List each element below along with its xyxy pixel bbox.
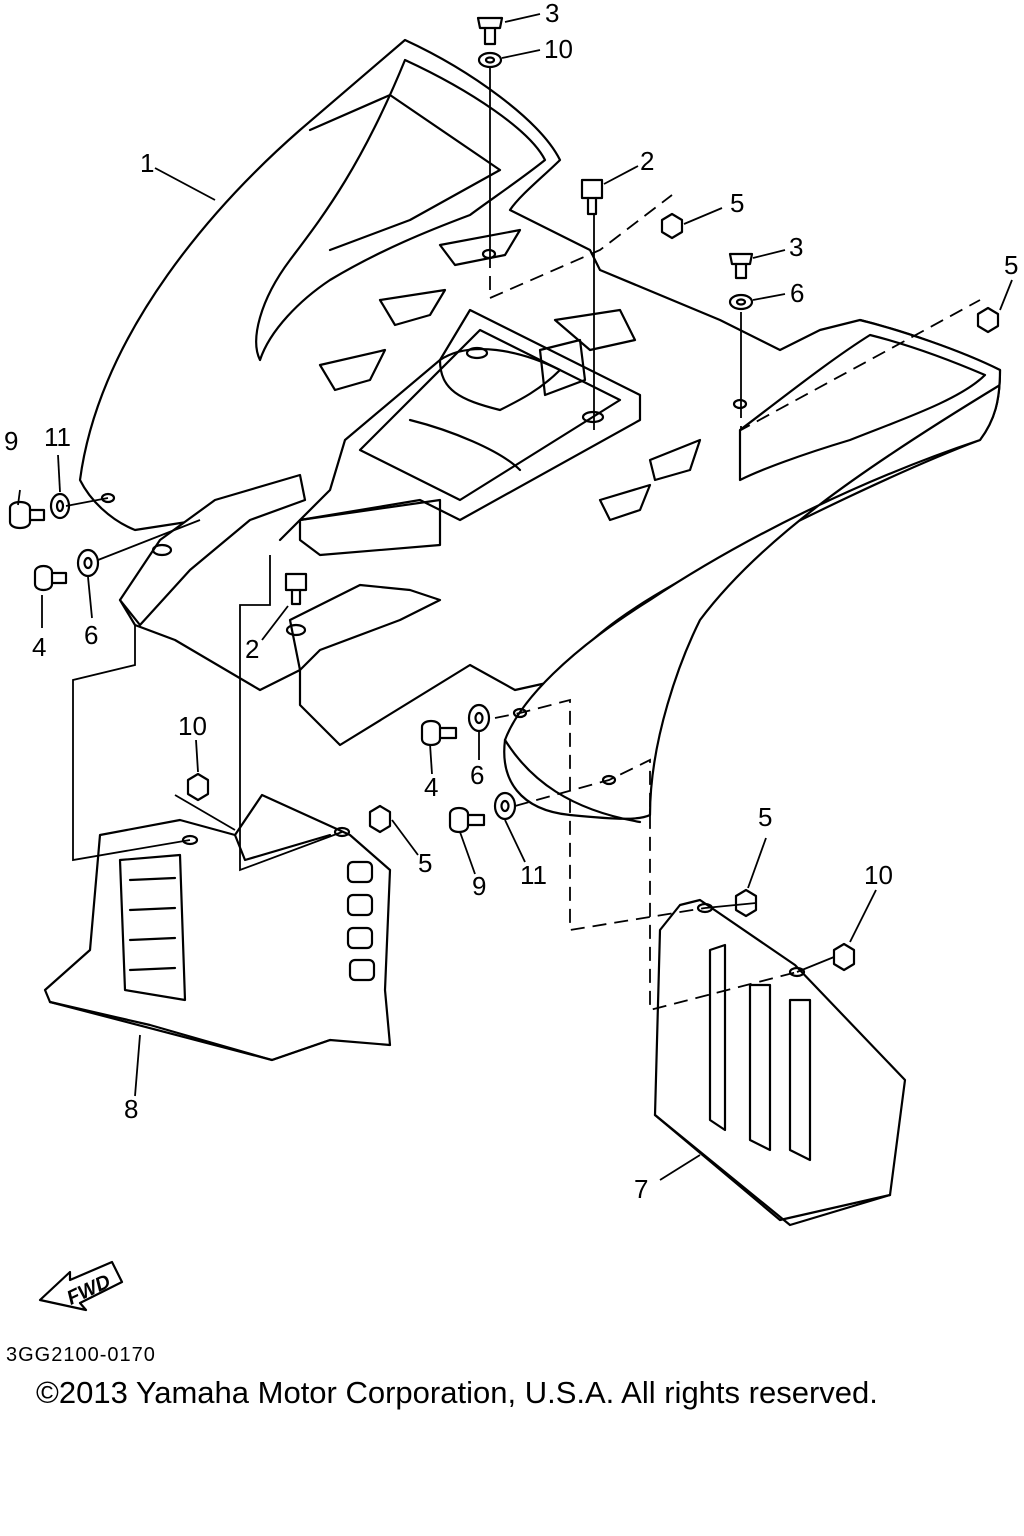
drawing-code: 3GG2100-0170	[6, 1344, 156, 1366]
callout-2-lower: 2	[245, 634, 259, 664]
callout-labels: 3 10 1 2 5 3 6 5 9 11 4 6 2 10 4 6 5 9 1…	[4, 0, 1018, 1204]
callout-9-middle: 9	[472, 871, 486, 901]
callout-11-left: 11	[44, 422, 71, 452]
callout-9-left: 9	[4, 426, 18, 456]
callout-5-far-right: 5	[1004, 250, 1018, 280]
hardware	[8, 16, 1000, 972]
callout-4-middle: 4	[424, 772, 438, 802]
assembly-lines	[65, 68, 981, 1012]
right-mud-flap	[653, 898, 907, 1227]
callout-6-left: 6	[84, 620, 98, 650]
callout-5-top: 5	[730, 188, 744, 218]
callout-3-right: 3	[789, 232, 803, 262]
callout-2-top: 2	[640, 146, 654, 176]
callout-4-left: 4	[32, 632, 46, 662]
callout-1: 1	[140, 148, 154, 178]
copyright-notice: ©2013 Yamaha Motor Corporation, U.S.A. A…	[36, 1375, 878, 1410]
callout-3-top: 3	[545, 0, 559, 28]
callout-11-middle: 11	[520, 860, 547, 890]
rear-fender	[78, 38, 1002, 824]
callout-6-top: 10	[544, 34, 573, 64]
left-mud-flap	[43, 793, 392, 1062]
callout-10-right: 10	[864, 860, 893, 890]
callout-8: 8	[124, 1094, 138, 1124]
fwd-arrow: FWD	[38, 1260, 124, 1312]
callout-5-left: 5	[418, 848, 432, 878]
leader-lines	[17, 13, 1013, 1181]
callout-7: 7	[634, 1174, 648, 1204]
callout-6-middle: 6	[470, 760, 484, 790]
callout-6-right: 6	[790, 278, 804, 308]
callout-10-left: 10	[178, 711, 207, 741]
callout-5-right: 5	[758, 802, 772, 832]
